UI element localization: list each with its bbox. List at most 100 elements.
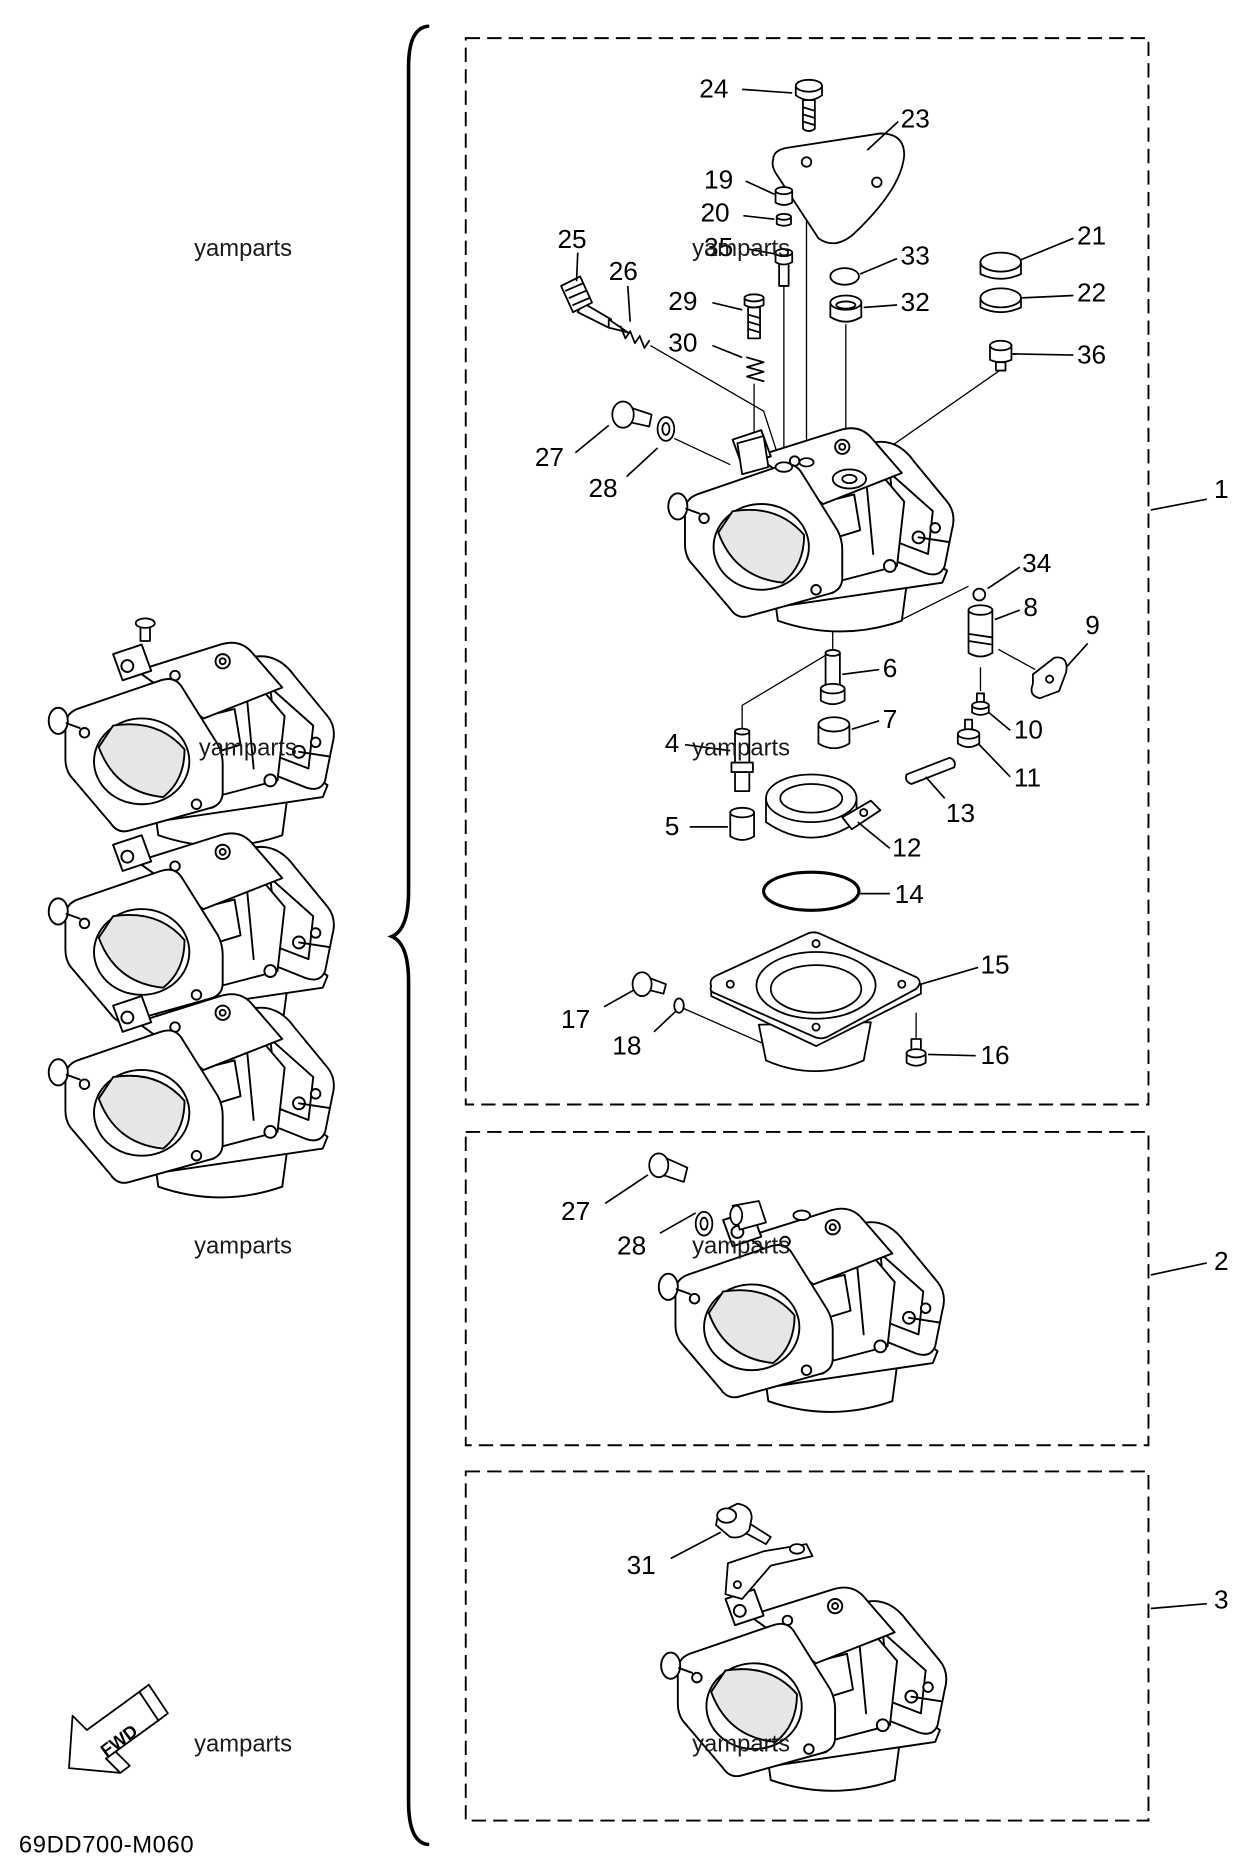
callout-9: 9: [1065, 610, 1100, 668]
leader-line: [1065, 642, 1089, 668]
callout-12: 12: [857, 821, 921, 863]
callout-label-35: 35: [704, 232, 733, 262]
callout-6: 6: [842, 653, 897, 683]
callout-17: 17: [561, 989, 635, 1034]
leader-line: [866, 120, 899, 151]
callout-13: 13: [925, 776, 975, 828]
part-32-cap: [829, 294, 863, 323]
part-21-cap: [979, 251, 1022, 280]
leader-line: [742, 88, 793, 94]
leader-line: [857, 821, 891, 849]
part-35-screw: [774, 248, 794, 287]
leader-line: [574, 424, 610, 454]
watermark: yamparts: [194, 1232, 292, 1259]
callout-label-34: 34: [1022, 548, 1051, 578]
callout-label-28: 28: [588, 473, 617, 503]
watermark: yamparts: [692, 1730, 790, 1757]
watermarks: yamparts yamparts yamparts yamparts yamp…: [194, 235, 790, 1757]
callout-label-17: 17: [561, 1004, 590, 1034]
callout-28: 28: [588, 447, 659, 503]
watermark: yamparts: [194, 235, 292, 262]
callout-20: 20: [700, 198, 775, 228]
stack-top-screw: [134, 617, 156, 642]
leader-line: [747, 248, 775, 255]
leader-line: [1022, 294, 1074, 299]
watermark: yamparts: [692, 235, 790, 262]
leader-line: [851, 720, 880, 730]
callout-33: 33: [859, 241, 930, 275]
callout-label-6: 6: [883, 653, 898, 683]
part-17-screw: [631, 971, 667, 997]
callout-label-33: 33: [901, 241, 930, 271]
callout-label-23: 23: [901, 103, 930, 133]
part-13-pin: [905, 756, 956, 785]
part-7: [817, 716, 851, 750]
callout-8: 8: [994, 592, 1038, 622]
callout-box3-31: 31: [627, 1531, 722, 1580]
callout-label-13: 13: [946, 798, 975, 828]
leader-line: [745, 180, 775, 195]
part-10-screw: [971, 692, 990, 716]
callout-box2-28: 28: [617, 1212, 697, 1261]
leader-line: [842, 668, 880, 676]
callout-7: 7: [851, 704, 897, 734]
leader-line: [928, 1053, 976, 1057]
leader-line: [859, 257, 898, 275]
callout-label-9: 9: [1085, 610, 1100, 640]
leader-line: [604, 1174, 649, 1205]
callout-24: 24: [699, 74, 793, 104]
assembly-box-1: [464, 37, 1150, 1106]
callout-27: 27: [535, 424, 610, 472]
callout-26: 26: [609, 256, 638, 322]
callout-label-27: 27: [535, 442, 564, 472]
fwd-arrow-icon: [68, 1683, 169, 1774]
callout-32: 32: [863, 287, 930, 317]
callout-label-21: 21: [1077, 220, 1106, 250]
callout-label-5: 5: [665, 811, 680, 841]
part-4-tube: [730, 727, 754, 793]
assembly-label-3-text: 3: [1214, 1584, 1229, 1614]
box2-callouts: 27 28: [561, 1174, 697, 1261]
callout-label-8: 8: [1023, 592, 1038, 622]
callout-22: 22: [1022, 277, 1106, 307]
callout-label-32: 32: [901, 287, 930, 317]
callout-label-18: 18: [612, 1030, 641, 1060]
part-20: [775, 212, 792, 227]
leader-line: [1150, 498, 1208, 511]
callout-5: 5: [665, 811, 728, 841]
leader-line: [712, 301, 743, 311]
assembly-labels: 1 2 3: [1150, 474, 1229, 1614]
leader-line: [988, 711, 1011, 732]
part-12-collar: [765, 773, 882, 839]
callout-label-24: 24: [699, 74, 728, 104]
part-25-mixture-screw: [560, 275, 629, 334]
box3-callouts: 31: [627, 1531, 722, 1580]
assembly-label-2-text: 2: [1214, 1246, 1229, 1276]
part-5: [729, 806, 755, 841]
callout-35: 35: [704, 232, 775, 262]
watermark: yamparts: [199, 734, 297, 761]
callout-label-12: 12: [892, 833, 921, 863]
part-18-washer: [673, 997, 685, 1014]
callout-36: 36: [1012, 339, 1106, 369]
part-34-ring: [972, 587, 987, 602]
part-9-bracket: [1030, 656, 1068, 700]
callout-label-25: 25: [557, 224, 586, 254]
part-16-screw: [905, 1038, 927, 1067]
callout-label-10: 10: [1014, 715, 1043, 745]
callout-label-box2-28: 28: [617, 1231, 646, 1261]
part-27-screw: [611, 400, 653, 429]
callout-label-30: 30: [668, 327, 697, 357]
callout-label-box2-27: 27: [561, 1196, 590, 1226]
callout-label-36: 36: [1077, 339, 1106, 369]
leader-line: [743, 214, 775, 221]
leader-line: [626, 447, 659, 478]
leader-line: [1012, 353, 1074, 356]
callout-34: 34: [987, 548, 1051, 590]
callout-label-15: 15: [980, 949, 1009, 979]
leader-line: [925, 776, 946, 799]
carburetor-top-bosses: [736, 435, 867, 490]
leader-line: [920, 966, 979, 985]
carburetor-stack: [47, 617, 335, 1199]
